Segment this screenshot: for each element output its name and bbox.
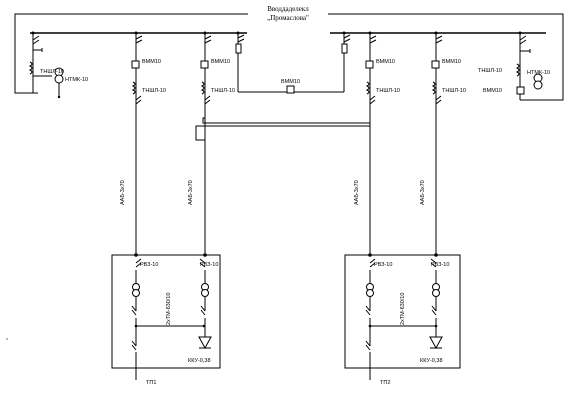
vt-cell-right: ТНШЛ-10 НТМК-10 ВММ10 <box>478 31 550 101</box>
stray-dot <box>6 338 8 340</box>
tp2-disc-right-label: РВЗ-10 <box>431 262 449 268</box>
ct-left-label: ТНШЛ-10 <box>40 69 64 75</box>
feeder-2: ВММ10 ТНШЛ-10 ААБ-3х70 <box>188 31 235 255</box>
tp1-frame <box>111 254 221 369</box>
sectional-breaker-symbol <box>286 85 295 94</box>
crossover-cable-b <box>195 125 370 141</box>
cable-1-label: ААБ-3х70 <box>120 180 126 205</box>
tp1-transformer-label: 2хТМ-630/10 <box>166 293 172 325</box>
breaker-2-label: ВММ10 <box>211 59 230 65</box>
breaker-1-symbol <box>131 60 140 69</box>
feeder-1: ВММ10 ТНШЛ-10 ААБ-3х70 <box>120 31 166 255</box>
tp1-capacitor-label: ККУ-0,38 <box>188 358 211 364</box>
substation-subtitle: „Промаслова" <box>267 14 309 22</box>
vt-left-label: НТМК-10 <box>65 77 88 83</box>
tp1-substation: РВЗ-10 РВЗ-10 2хТМ-630/10 ККУ-0,38 ТП1 <box>111 253 221 386</box>
feeder-4: ВММ10 ТНШЛ-10 ААБ-3х70 <box>420 31 466 255</box>
tp2-capacitor-label: ККУ-0,38 <box>420 358 443 364</box>
vt-cell-left: ТНШЛ-10 НТМК-10 <box>28 31 88 99</box>
left-frame <box>14 13 248 94</box>
breaker-right-label: ВММ10 <box>483 88 502 94</box>
breaker-2-symbol <box>200 60 209 69</box>
crossover-cable-a <box>202 117 370 124</box>
tp1-disc-left-label: РВЗ-10 <box>140 262 158 268</box>
sectional-breaker-label: ВММ10 <box>281 79 300 85</box>
ct-2-label: ТНШЛ-10 <box>211 88 235 94</box>
tp1-disc-right-label: РВЗ-10 <box>200 262 218 268</box>
tp1-name: ТП1 <box>146 380 156 386</box>
vt-right-label: НТМК-10 <box>527 70 550 76</box>
cable-2-label: ААБ-3х70 <box>188 180 194 205</box>
ct-1-label: ТНШЛ-10 <box>142 88 166 94</box>
tp2-substation: РВЗ-10 РВЗ-10 2хТМ-630/10 ККУ-0,38 ТП2 <box>344 253 461 386</box>
ct-3-label: ТНШЛ-10 <box>376 88 400 94</box>
ct-4-label: ТНШЛ-10 <box>442 88 466 94</box>
breaker-3-label: ВММ10 <box>376 59 395 65</box>
ct-right-label: ТНШЛ-10 <box>478 68 502 74</box>
sectional-breaker: ВММ10 <box>235 31 351 94</box>
tp2-name: ТП2 <box>380 380 390 386</box>
right-frame <box>328 13 564 101</box>
tp2-transformer-label: 2хТМ-630/10 <box>400 293 406 325</box>
breaker-1-label: ВММ10 <box>142 59 161 65</box>
tp2-frame <box>344 254 461 369</box>
cable-4-label: ААБ-3х70 <box>420 180 426 205</box>
breaker-4-symbol <box>431 60 440 69</box>
cable-3-label: ААБ-3х70 <box>354 180 360 205</box>
breaker-4-label: ВММ10 <box>442 59 461 65</box>
breaker-right-symbol <box>516 86 525 95</box>
feeder-3: ВММ10 ТНШЛ-10 ААБ-3х70 <box>354 31 400 255</box>
breaker-3-symbol <box>365 60 374 69</box>
substation-title: Вводдаделекл <box>267 5 309 13</box>
tp2-disc-left-label: РВЗ-10 <box>374 262 392 268</box>
